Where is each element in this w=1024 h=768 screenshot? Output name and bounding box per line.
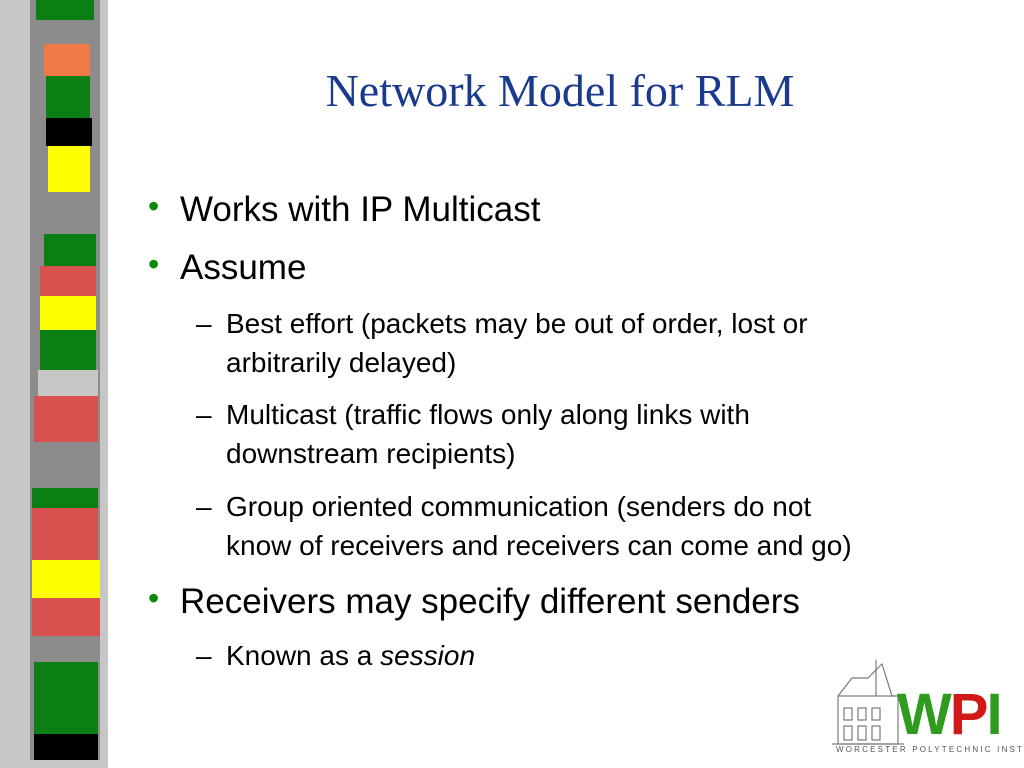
strip-segment-green	[40, 330, 96, 370]
logo-letter: I	[986, 682, 1002, 747]
strip-segment-green	[46, 76, 90, 118]
logo-letter: P	[949, 682, 989, 747]
sub-bullet-item: – Best effort (packets may be out of ord…	[196, 304, 808, 382]
bullet-text: Works with IP Multicast	[180, 190, 541, 229]
side-decoration-panel	[0, 0, 108, 768]
sub-bullet-dash: –	[196, 640, 212, 671]
strip-segment-red	[32, 598, 100, 636]
bullet-item: • Assume	[148, 246, 307, 288]
color-strip	[30, 0, 100, 760]
bullet-item: • Receivers may specify different sender…	[148, 580, 800, 622]
logo-tagline: WORCESTER POLYTECHNIC INSTITUTE	[836, 745, 1024, 754]
sub-bullet-line: downstream recipients)	[226, 438, 516, 469]
strip-segment-yellow	[32, 560, 100, 598]
bullet-text: Receivers may specify different senders	[180, 582, 800, 621]
strip-segment-red	[40, 266, 96, 296]
sub-bullet-text: Known as a	[226, 640, 381, 671]
strip-segment-green	[32, 488, 98, 508]
bullet-dot-icon: •	[148, 246, 160, 282]
bullet-dot-icon: •	[148, 580, 160, 616]
sub-bullet-line: Best effort (packets may be out of order…	[226, 308, 808, 339]
sub-bullet-item: – Group oriented communication (senders …	[196, 487, 852, 565]
sub-bullet-dash: –	[196, 308, 212, 339]
bullet-text: Assume	[180, 248, 307, 287]
sub-bullet-line: Group oriented communication (senders do…	[226, 491, 812, 522]
strip-segment-light	[38, 370, 98, 396]
strip-segment-yellow	[48, 146, 90, 192]
wpi-logo-wordmark: WPI	[897, 686, 1003, 744]
strip-segment-black	[46, 118, 92, 146]
bullet-dot-icon: •	[148, 188, 160, 224]
sub-bullet-line: arbitrarily delayed)	[226, 347, 457, 378]
strip-segment-green	[34, 662, 98, 734]
sub-bullet-item: – Known as a session	[196, 636, 476, 675]
strip-segment-red	[32, 508, 98, 560]
strip-segment-red	[34, 396, 98, 442]
sub-bullet-dash: –	[196, 399, 212, 430]
strip-segment-green	[36, 0, 94, 20]
sub-bullet-emphasis: session	[380, 640, 476, 671]
logo-letter: W	[897, 682, 952, 747]
strip-segment-green	[44, 234, 96, 266]
slide-title: Network Model for RLM	[325, 65, 795, 116]
wpi-logo-building-icon	[832, 660, 904, 745]
sub-bullet-line: Multicast (traffic flows only along link…	[226, 399, 750, 430]
strip-segment-orange	[44, 44, 90, 76]
bullet-item: • Works with IP Multicast	[148, 188, 541, 230]
sub-bullet-item: – Multicast (traffic flows only along li…	[196, 395, 750, 473]
strip-segment-black	[34, 734, 98, 760]
sub-bullet-line: know of receivers and receivers can come…	[226, 530, 852, 561]
sub-bullet-dash: –	[196, 491, 212, 522]
strip-segment-yellow	[40, 296, 96, 330]
